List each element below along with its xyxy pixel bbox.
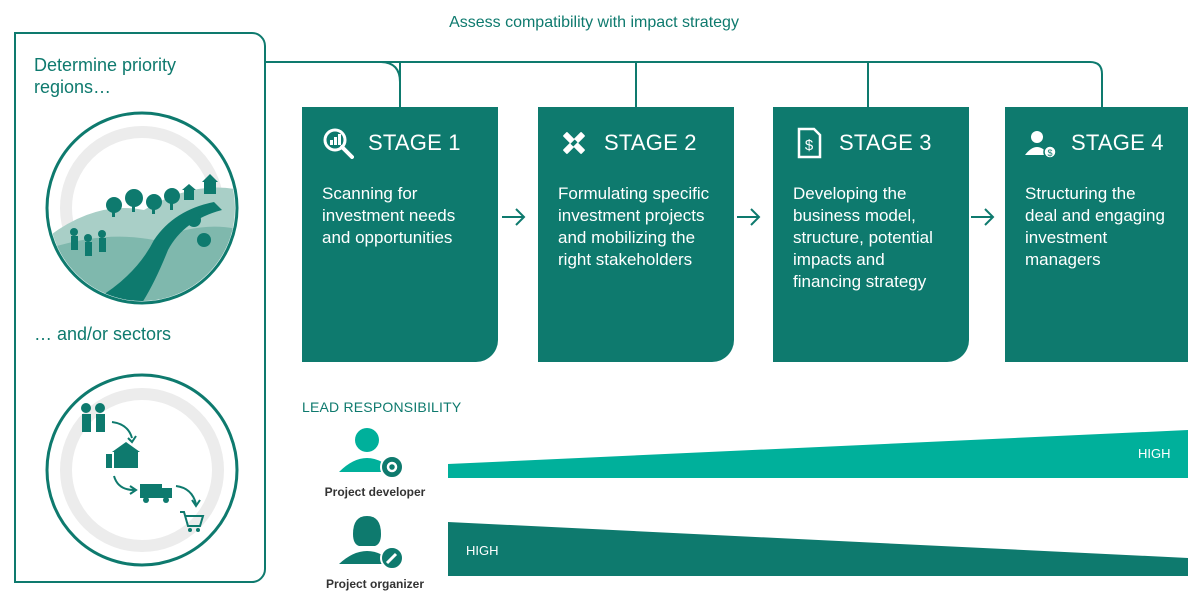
- stage-4-description: Structuring the deal and engaging invest…: [1025, 184, 1165, 269]
- magnifier-chart-icon: [323, 128, 354, 159]
- stage-4-card: $ STAGE 4 Structuring the deal and engag…: [1005, 107, 1188, 362]
- project-organizer-label: Project organizer: [325, 577, 425, 591]
- stage-4-label: STAGE 4: [1071, 130, 1164, 155]
- page-title: Assess compatibility with impact strateg…: [449, 14, 739, 31]
- project-developer-label: Project developer: [324, 485, 426, 499]
- organizer-high-label: HIGH: [466, 543, 499, 558]
- regions-label: Determine priority regions…: [34, 55, 177, 97]
- project-developer-icon: [339, 428, 404, 479]
- stage-2-description: Formulating specific investment projects…: [558, 184, 710, 269]
- sectors-label: … and/or sectors: [34, 324, 172, 344]
- dollar-document-icon: $: [797, 127, 822, 159]
- investor-icon: $: [1025, 131, 1057, 159]
- arrow-right-icon: [737, 208, 761, 226]
- svg-text:$: $: [805, 137, 814, 154]
- developer-responsibility-wedge: [448, 430, 1188, 478]
- stage-3-label: STAGE 3: [839, 130, 932, 155]
- arrow-right-icon: [502, 208, 526, 226]
- lead-responsibility-title: LEAD RESPONSIBILITY: [302, 399, 462, 415]
- stage-3-description: Developing the business model, structure…: [793, 184, 933, 291]
- stage-1-card: STAGE 1 Scanning for investment needs an…: [302, 107, 498, 362]
- sectors-illustration: [45, 373, 239, 567]
- project-organizer-icon: [339, 516, 404, 570]
- regions-illustration: [45, 111, 239, 305]
- stage-3-card: $ STAGE 3 Developing the business model,…: [773, 107, 969, 362]
- stage-1-label: STAGE 1: [368, 130, 461, 155]
- stage-1-description: Scanning for investment needs and opport…: [322, 184, 456, 247]
- developer-high-label: HIGH: [1138, 446, 1171, 461]
- organizer-responsibility-wedge: [448, 522, 1188, 576]
- pencil-ruler-icon: [563, 132, 585, 154]
- stage-2-label: STAGE 2: [604, 130, 697, 155]
- arrow-right-icon: [971, 208, 995, 226]
- svg-text:$: $: [1047, 148, 1052, 158]
- stage-2-card: STAGE 2 Formulating specific investment …: [538, 107, 734, 362]
